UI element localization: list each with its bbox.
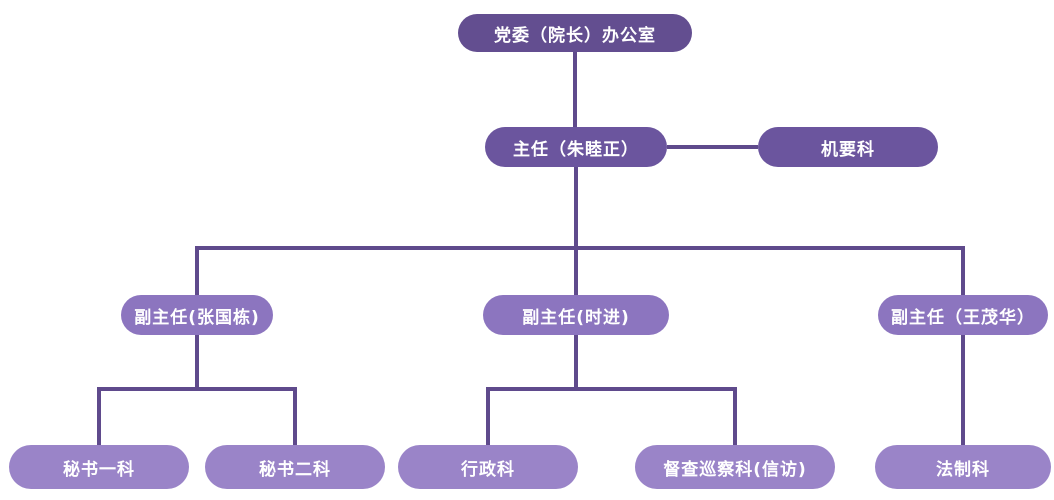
- node-admin-section: 行政科: [398, 445, 578, 489]
- connector-bus-secretary2: [293, 387, 297, 445]
- connector-deputy-zhang-stem: [195, 335, 199, 391]
- node-deputy-shi: 副主任(时进): [483, 295, 669, 335]
- node-confidential-section: 机要科: [758, 127, 938, 167]
- connector-bus-secretary1: [97, 387, 101, 445]
- node-legal-section: 法制科: [875, 445, 1051, 489]
- node-secretary-section-2: 秘书二科: [205, 445, 385, 489]
- connector-deputy-wang-legal: [961, 335, 965, 445]
- connector-bus-deputy-zhang: [195, 246, 199, 295]
- connector-zhang-children-bus: [97, 387, 297, 391]
- connector-shi-children-bus: [486, 387, 737, 391]
- connector-root-director: [573, 52, 577, 127]
- connector-deputies-bus: [195, 246, 965, 250]
- node-director: 主任（朱睦正）: [485, 127, 667, 167]
- node-deputy-zhang: 副主任(张国栋): [121, 295, 273, 335]
- connector-bus-deputy-wang: [961, 246, 965, 295]
- node-deputy-wang: 副主任（王茂华）: [878, 295, 1048, 335]
- node-secretary-section-1: 秘书一科: [9, 445, 189, 489]
- connector-bus-inspection: [733, 387, 737, 445]
- node-inspection-section: 督查巡察科(信访): [635, 445, 835, 489]
- node-party-office: 党委（院长）办公室: [458, 14, 692, 52]
- connector-director-confidential: [667, 145, 758, 149]
- connector-deputy-shi-stem: [574, 335, 578, 391]
- connector-bus-admin: [486, 387, 490, 445]
- connector-director-bus-stem: [574, 167, 578, 295]
